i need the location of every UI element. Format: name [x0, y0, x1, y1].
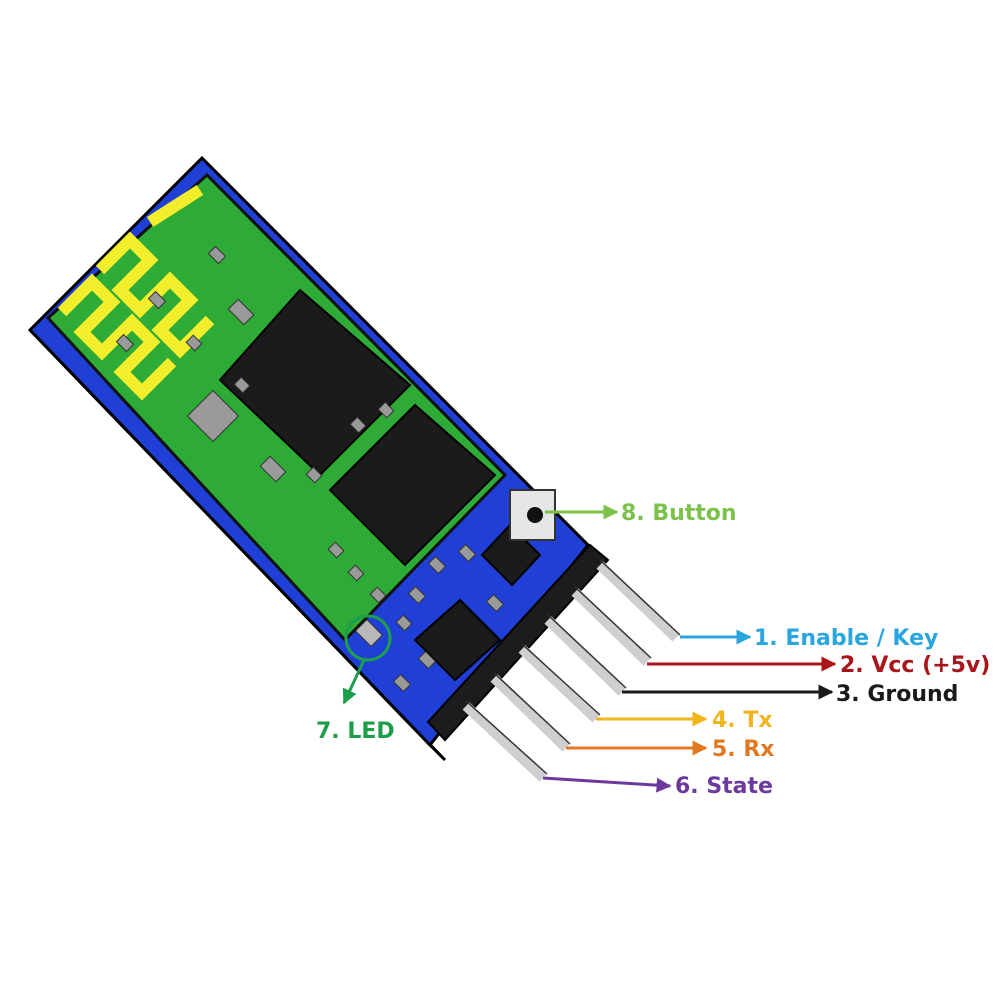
flash-chip: [328, 403, 497, 567]
smd-components: [115, 245, 505, 693]
antenna-feed: [146, 184, 204, 228]
label-enable-key: 1. Enable / Key: [754, 626, 938, 651]
arrow-led: [342, 659, 366, 705]
pin-header: [426, 543, 610, 742]
label-ground: 3. Ground: [836, 682, 958, 707]
push-button: [509, 489, 556, 541]
arrow-state: [542, 776, 672, 793]
led-highlight-circle: [344, 614, 392, 662]
pin-outlines: [465, 559, 681, 775]
regulator-chip: [413, 598, 502, 682]
label-rx: 5. Rx: [712, 737, 774, 762]
label-tx: 4. Tx: [712, 708, 773, 733]
label-vcc: 2. Vcc (+5v): [840, 653, 990, 678]
led-component: [354, 618, 384, 648]
label-state: 6. State: [675, 774, 773, 799]
label-led: 7. LED: [316, 719, 395, 744]
label-button: 8. Button: [621, 501, 737, 526]
antenna-trace: [57, 273, 177, 401]
small-ic: [480, 523, 542, 587]
header-pins: [462, 561, 680, 782]
